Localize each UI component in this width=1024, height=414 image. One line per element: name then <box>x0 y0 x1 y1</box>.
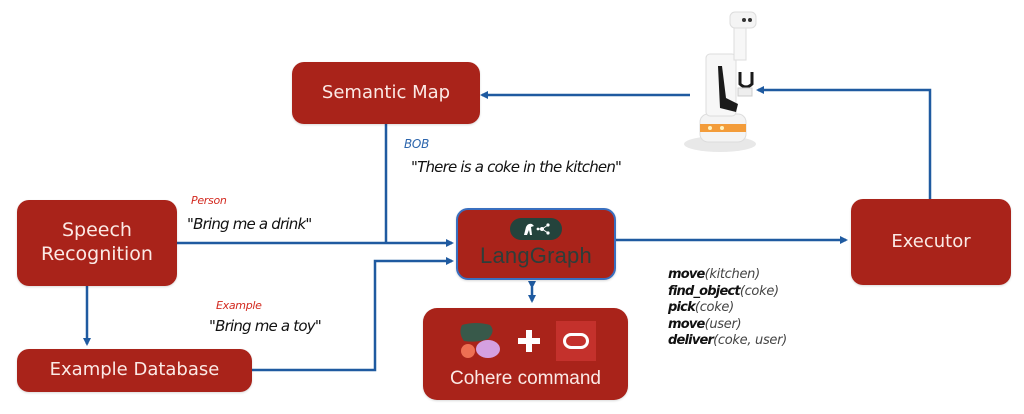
plus-icon <box>517 330 540 353</box>
command-item: move(user) <box>668 316 742 332</box>
oracle-icon <box>555 321 596 362</box>
example-label: Example <box>216 299 262 312</box>
cohere-command-node[interactable]: Cohere command <box>423 308 628 400</box>
executor-label: Executor <box>891 230 971 252</box>
langgraph-label: LangGraph <box>480 243 592 269</box>
parrot-graph-icon <box>510 218 562 241</box>
bob-quote: "There is a coke in the kitchen" <box>411 158 622 176</box>
command-item: pick(coke) <box>668 300 734 315</box>
speech-recognition-line-2: Recognition <box>41 243 153 265</box>
example-quote: "Bring me a toy" <box>209 317 322 335</box>
example-database-label: Example Database <box>49 359 220 381</box>
speech-recognition-line-1: Speech <box>61 219 132 242</box>
cohere-command-label: Cohere command <box>449 368 602 390</box>
command-item: deliver(coke, user) <box>668 333 787 348</box>
executor-node[interactable]: Executor <box>851 199 1011 285</box>
arrow-database-to-langgraph <box>252 257 454 372</box>
semantic-map-label: Semantic Map <box>321 81 451 103</box>
cohere-icon <box>459 323 500 359</box>
person-quote: "Bring me a drink" <box>187 215 312 233</box>
command-list: move(kitchen) find_object(coke) pick(cok… <box>668 267 787 350</box>
example-database-node[interactable]: Example Database <box>17 349 252 392</box>
arrow-executor-to-robot <box>756 86 932 199</box>
semantic-map-node[interactable]: Semantic Map <box>292 62 480 124</box>
bob-label: BOB <box>404 137 430 151</box>
robot-image <box>684 11 757 152</box>
speech-recognition-node[interactable]: Speech Recognition <box>17 200 177 286</box>
langgraph-node[interactable]: LangGraph <box>456 208 616 280</box>
command-item: find_object(coke) <box>668 283 779 299</box>
person-label: Person <box>191 194 227 207</box>
speech-recognition-label: Speech Recognition <box>41 219 153 267</box>
command-item: move(kitchen) <box>668 267 760 282</box>
